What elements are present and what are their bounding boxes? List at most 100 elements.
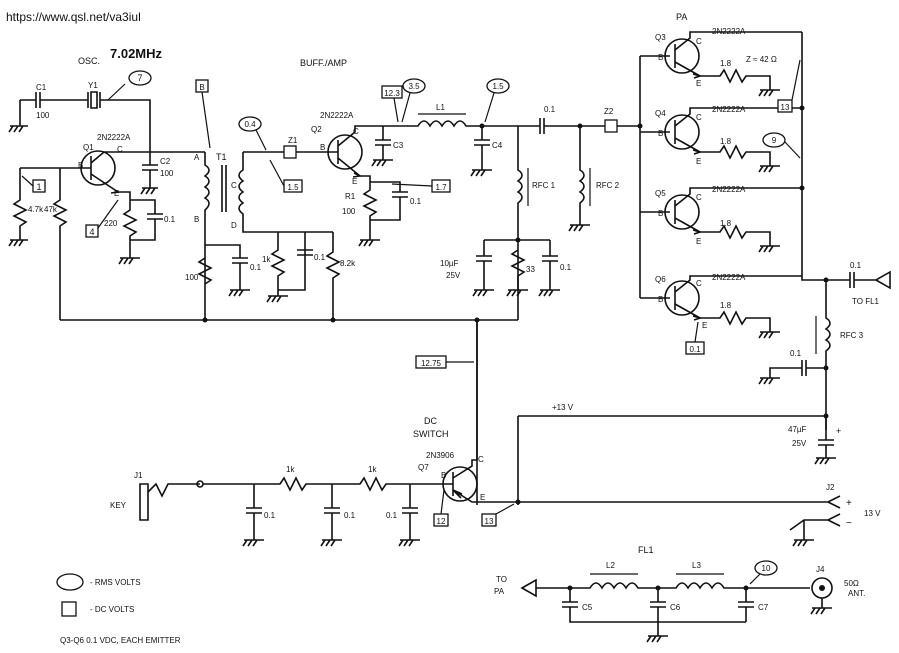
header-frequency: 7.02MHz — [110, 46, 163, 61]
label-dc: DC — [424, 416, 437, 426]
dc-q1b-value: 1 — [36, 182, 41, 192]
dc-q2-value: 12.3 — [384, 89, 400, 98]
label-pa: PA — [676, 12, 687, 22]
q4-label: Q4 — [655, 109, 666, 118]
rms-osc-value: 7 — [137, 73, 142, 83]
c-10uf-label: 10µF — [440, 259, 459, 268]
q4-b: B — [658, 129, 663, 138]
rms-pa-value: 9 — [772, 136, 777, 145]
c2-value: 100 — [160, 169, 174, 178]
legend-dc-text: - DC VOLTS — [90, 605, 134, 614]
dc-q7e-value: 13 — [485, 517, 494, 526]
q3-label: Q3 — [655, 33, 666, 42]
label-switch: SWITCH — [413, 429, 449, 439]
q2-c: C — [353, 127, 359, 136]
rms-pa — [762, 132, 786, 148]
z-42-label: Z ≈ 42 Ω — [746, 55, 777, 64]
c3-label: C3 — [393, 141, 404, 150]
z2-ferrite — [604, 119, 618, 133]
rfc1-label: RFC 1 — [532, 181, 556, 190]
q6-transistor — [664, 280, 700, 316]
r-4.7k-label: 4.7k — [28, 205, 44, 214]
r-100-label: 100 — [185, 273, 199, 282]
r-47k-label: 47k — [44, 205, 58, 214]
q5-type: 2N2222A — [712, 185, 746, 194]
q3-b: B — [658, 53, 663, 62]
c6-label: C6 — [670, 603, 681, 612]
c-47uf-voltage: 25V — [792, 439, 807, 448]
r-q5-label: 1.8 — [720, 219, 732, 228]
dc-sw-value: 12.75 — [421, 359, 442, 368]
t1-a: A — [194, 153, 200, 162]
rms-buff — [238, 116, 262, 132]
dc-r1-value: 1.7 — [435, 183, 447, 192]
q2-e: E — [352, 177, 357, 186]
legend-rms-symbol — [56, 573, 84, 591]
r-33-label: 33 — [526, 265, 535, 274]
dc-pa — [777, 99, 793, 113]
dc-q1e — [85, 224, 99, 238]
rfc3-label: RFC 3 — [840, 331, 864, 340]
c4-label: C4 — [492, 141, 503, 150]
dc-q7e — [481, 513, 497, 527]
r-q3-label: 1.8 — [720, 59, 732, 68]
q4-e: E — [696, 157, 701, 166]
t1-label: T1 — [216, 152, 227, 162]
rms-buff-value: 0.4 — [244, 120, 256, 129]
q7-type: 2N3906 — [426, 451, 455, 460]
header-url: https://www.qsl.net/va3iul — [6, 10, 141, 24]
c-47uf-label: 47µF — [788, 425, 807, 434]
key-switch-section: J1 KEY 1k 1k 0.1 0.1 0.1 Q7 2N3906 B C E… — [110, 320, 881, 547]
l1-label: L1 — [436, 103, 445, 112]
label-osc: OSC. — [78, 56, 100, 66]
t1-c: C — [231, 181, 237, 190]
q5-e: E — [696, 237, 701, 246]
supply-rail — [60, 319, 518, 505]
r-key-1k-a: 1k — [286, 465, 295, 474]
r1-label: R1 — [345, 192, 356, 201]
c-key-c: 0.1 — [386, 511, 398, 520]
legend-rms-text: - RMS VOLTS — [90, 578, 141, 587]
q5-b: B — [658, 209, 663, 218]
c-buf-0.1: 0.1 — [314, 253, 326, 262]
q5-label: Q5 — [655, 189, 666, 198]
rms-ant — [754, 560, 778, 576]
rms-c4 — [486, 78, 510, 94]
rms-ant-value: 10 — [762, 564, 771, 573]
q7-label: Q7 — [418, 463, 429, 472]
j2-label: J2 — [826, 483, 835, 492]
q2-type: 2N2222A — [320, 111, 354, 120]
fl1-filter: TO PA L2 L3 C5 C6 C7 10 J4 50Ω ANT. — [494, 560, 865, 643]
rms-osc — [128, 70, 152, 86]
q3-c: C — [696, 37, 702, 46]
q2-label: Q2 — [311, 125, 322, 134]
q3-type: 2N2222A — [712, 27, 746, 36]
q1-c: C — [117, 145, 123, 154]
z2-label: Z2 — [604, 107, 614, 116]
c-out-0.1: 0.1 — [850, 261, 862, 270]
dc-pa-value: 13 — [781, 103, 790, 112]
legend: - RMS VOLTS - DC VOLTS Q3-Q6 0.1 VDC, EA… — [56, 573, 181, 645]
q6-b: B — [658, 295, 663, 304]
q3-e: E — [696, 79, 701, 88]
z1-ferrite — [283, 145, 297, 159]
q4-type: 2N2222A — [712, 105, 746, 114]
q6-label: Q6 — [655, 275, 666, 284]
c1-label: C1 — [36, 83, 47, 92]
c47-plus: + — [836, 426, 841, 436]
j1-label: J1 — [134, 471, 143, 480]
plus13-rail — [517, 415, 827, 505]
q1-type: 2N2222A — [97, 133, 131, 142]
oscillator-section: C1 100 Y1 7 Q1 2N2222A B C E C2 100 4.7k… — [8, 70, 205, 320]
t1-marker-text: B — [199, 83, 204, 92]
c-couple-0.1: 0.1 — [544, 105, 556, 114]
rfc2-label: RFC 2 — [596, 181, 620, 190]
to-fl1-label: TO FL1 — [852, 297, 880, 306]
dc-q7b-value: 12 — [437, 517, 446, 526]
q7-c: C — [478, 455, 484, 464]
r-key-1k-b: 1k — [368, 465, 377, 474]
q6-e: E — [702, 321, 707, 330]
dc-q2 — [381, 85, 403, 99]
c-rfc1-0.1: 0.1 — [560, 263, 572, 272]
r-220-label: 220 — [104, 219, 118, 228]
